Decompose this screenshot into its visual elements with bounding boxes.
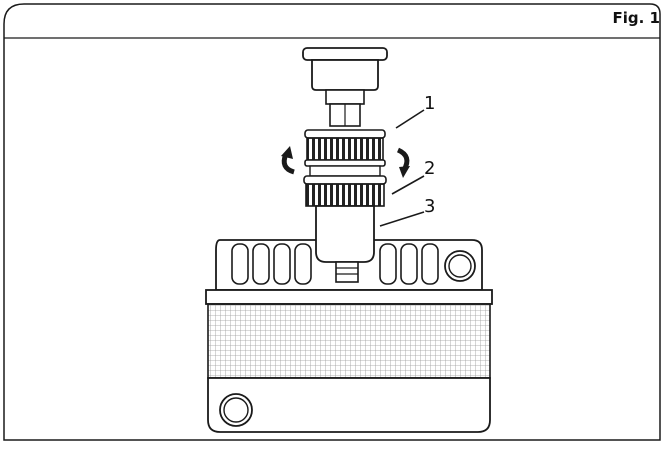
rib xyxy=(421,243,439,285)
mid-band xyxy=(205,289,493,305)
gridded-panel xyxy=(207,303,491,379)
leader-line-3 xyxy=(379,211,425,227)
frame-border xyxy=(3,3,661,441)
ring-nut-2 xyxy=(303,165,387,207)
callout-1: 1 xyxy=(424,93,436,114)
rib xyxy=(231,243,249,285)
rib xyxy=(273,243,291,285)
leader-line-2 xyxy=(391,175,425,195)
round-cap-bottom xyxy=(219,393,253,427)
callout-3: 3 xyxy=(424,196,436,217)
figure-label: Fig. 1 xyxy=(612,9,660,27)
top-cap xyxy=(302,47,388,127)
callout-2: 2 xyxy=(424,158,436,179)
rotate-right-icon xyxy=(396,147,410,178)
rib xyxy=(379,243,397,285)
leader-line-1 xyxy=(395,109,425,129)
filter-body-3 xyxy=(315,205,375,283)
ring-nut-1 xyxy=(304,129,386,167)
rib xyxy=(400,243,418,285)
rotate-left-icon xyxy=(281,146,295,175)
rib xyxy=(294,243,312,285)
rib xyxy=(252,243,270,285)
